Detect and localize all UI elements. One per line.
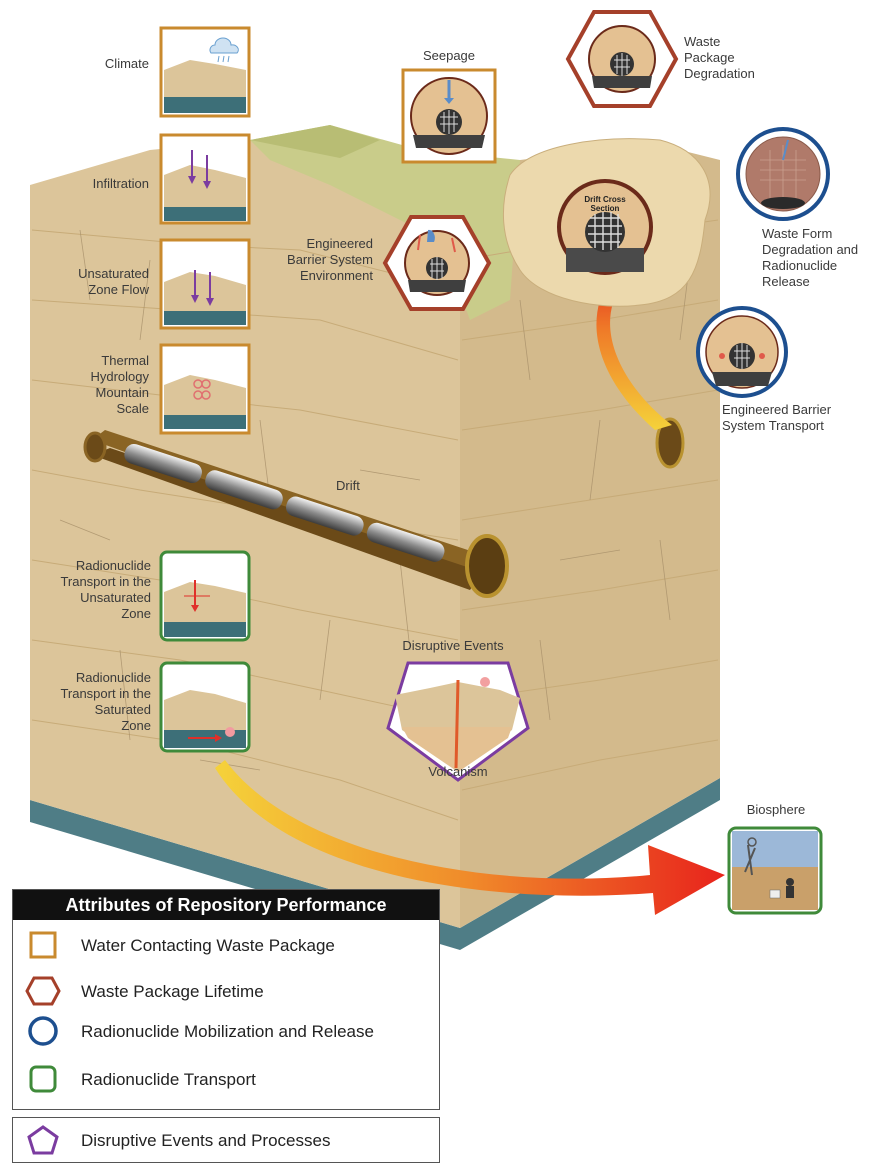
blue-circle-icon [23,1014,63,1048]
mountain-block [30,125,720,950]
label-ebs-env-1: Engineered [307,236,374,251]
biosphere-box [727,826,823,915]
label-rt-sat-2: Transport in the [60,686,151,701]
legend-title: Attributes of Repository Performance [13,890,439,920]
arrow-to-biosphere [215,760,725,915]
label-wf-degradation-1: Waste Form [762,226,832,241]
legend-item-disruptive: Disruptive Events and Processes [23,1123,381,1157]
label-rt-unsat-4: Zone [121,606,151,621]
orange-square-icon [23,928,63,962]
drift-cross-section: Drift Cross Section [557,179,653,275]
label-wf-degradation-2: Degradation and [762,242,858,257]
green-square-icon [23,1062,63,1096]
waste-package-degradation-hex [565,10,679,108]
label-rt-unsat-2: Transport in the [60,574,151,589]
label-biosphere: Biosphere [747,802,806,817]
legend-item-package-lifetime: Waste Package Lifetime [23,974,381,1008]
label-unsaturated-2: Zone Flow [88,282,149,297]
purple-pentagon-icon [23,1123,63,1157]
label-thermal-3: Mountain [96,385,149,400]
label-climate: Climate [105,56,149,71]
label-volcanism: Volcanism [428,764,487,779]
label-thermal-4: Scale [116,401,149,416]
drift-cross-title-1: Drift Cross [584,195,626,204]
label-thermal-2: Hydrology [90,369,149,384]
label-seepage: Seepage [423,48,475,63]
drift-label: Drift [336,478,360,493]
legend-item-transport: Radionuclide Transport [23,1062,381,1096]
legend-item-mobilization: Radionuclide Mobilization and Release [23,1014,381,1048]
label-rt-unsat-1: Radionuclide [76,558,151,573]
label-infiltration: Infiltration [93,176,149,191]
waste-form-degradation-circle [736,127,830,221]
left-face [30,140,460,928]
label-rt-sat-3: Saturated [95,702,151,717]
infiltration-box [159,133,251,225]
unsaturated-zone-box [159,238,251,330]
label-ebs-env-2: Barrier System [287,252,373,267]
thermal-hydrology-box [159,343,251,435]
label-wf-degradation-4: Release [762,274,810,289]
legend-item-label: Water Contacting Waste Package [81,935,335,955]
label-thermal-1: Thermal [101,353,149,368]
red-hexagon-icon [23,974,63,1008]
label-ebs-env-3: Environment [300,268,373,283]
seepage-box [401,68,497,164]
drift-opening-right [655,417,685,469]
label-rt-sat-4: Zone [121,718,151,733]
ebs-environment-hex [382,215,492,311]
climate-box [159,26,251,118]
legend: Attributes of Repository Performance Wat… [12,889,440,1110]
legend-disruptive-box: Disruptive Events and Processes [12,1117,440,1163]
legend-item-water-contacting: Water Contacting Waste Package [23,928,381,962]
legend-item-label: Disruptive Events and Processes [81,1130,331,1150]
legend-item-label: Radionuclide Mobilization and Release [81,1021,374,1041]
ebs-transport-circle [696,306,788,398]
rt-unsaturated-box [159,550,251,642]
label-wf-degradation-3: Radionuclide [762,258,837,273]
label-ebs-transport-1: Engineered Barrier [722,402,832,417]
drift-tunnel: Drift [83,430,509,598]
label-rt-sat-1: Radionuclide [76,670,151,685]
label-disruptive: Disruptive Events [402,638,504,653]
rt-saturated-box [159,661,251,753]
label-wp-degradation-2: Package [684,50,735,65]
label-wp-degradation-1: Waste [684,34,720,49]
disruptive-events-pentagon [386,661,530,782]
diagram-labels: Climate Infiltration Unsaturated Zone Fl… [60,34,858,817]
label-ebs-transport-2: System Transport [722,418,824,433]
label-rt-unsat-3: Unsaturated [80,590,151,605]
drift-cross-title-2: Section [591,204,620,213]
label-unsaturated-1: Unsaturated [78,266,149,281]
legend-item-label: Waste Package Lifetime [81,981,264,1001]
legend-item-label: Radionuclide Transport [81,1069,256,1089]
label-wp-degradation-3: Degradation [684,66,755,81]
